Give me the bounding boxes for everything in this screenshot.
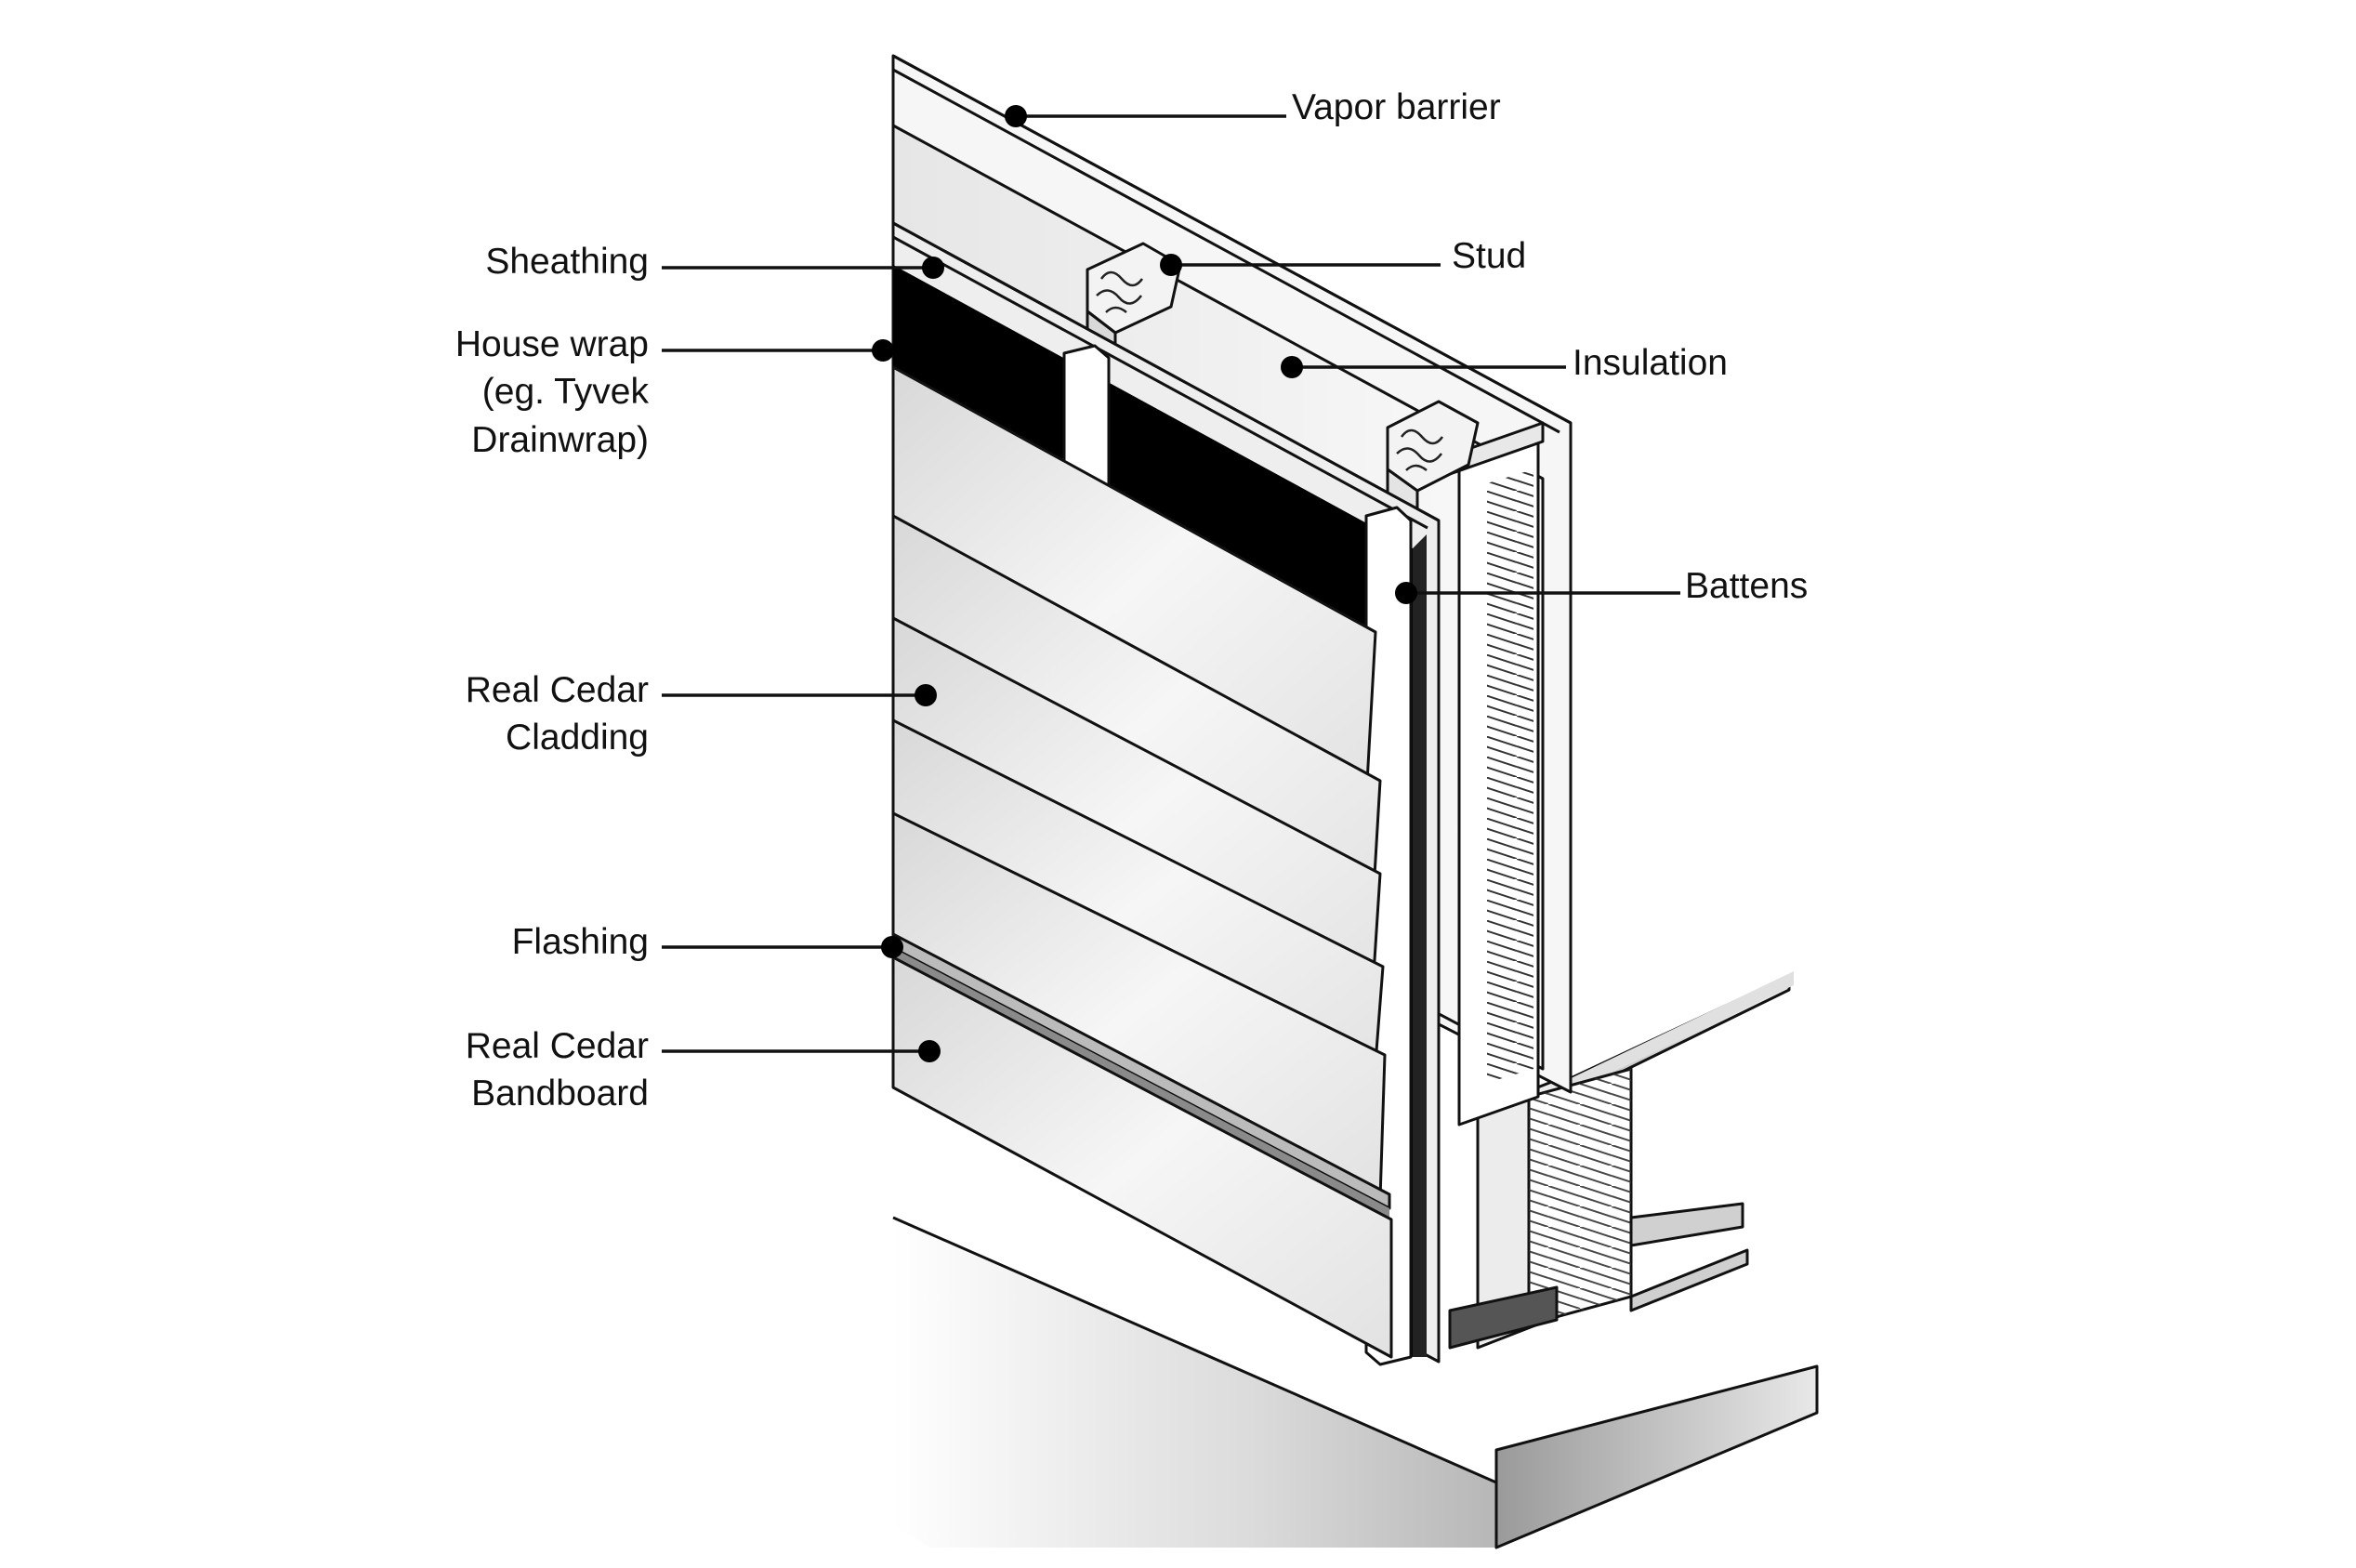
label-insulation: Insulation xyxy=(1573,343,1728,383)
labels: Vapor barrier Stud Insulation Battens Sh… xyxy=(455,87,1808,1113)
label-house-wrap-line2: (eg. Tyvek xyxy=(482,372,650,412)
leader-battens xyxy=(1395,582,1680,604)
label-bandboard-line1: Real Cedar xyxy=(466,1026,649,1066)
label-stud: Stud xyxy=(1452,236,1526,276)
leader-bandboard xyxy=(662,1040,941,1062)
leader-flashing xyxy=(662,936,903,958)
stud-top xyxy=(1086,242,1182,355)
label-house-wrap-line3: Drainwrap) xyxy=(471,420,649,460)
label-vapor-barrier: Vapor barrier xyxy=(1292,87,1501,127)
leader-insulation xyxy=(1281,356,1566,378)
leader-house-wrap xyxy=(662,339,894,362)
label-bandboard-line2: Bandboard xyxy=(471,1074,649,1113)
label-cladding-line2: Cladding xyxy=(506,718,649,758)
label-battens: Battens xyxy=(1685,566,1808,606)
leader-cladding xyxy=(662,684,937,706)
foundation xyxy=(892,1216,1819,1549)
leader-sheathing xyxy=(662,257,944,279)
cedar-bandboard xyxy=(891,955,1393,1359)
leader-vapor-barrier xyxy=(1005,105,1286,127)
label-house-wrap-line1: House wrap xyxy=(455,324,649,364)
cedar-cladding-boards xyxy=(891,365,1387,1201)
leader-stud xyxy=(1160,254,1441,276)
floor-system xyxy=(1448,971,1794,1350)
label-flashing: Flashing xyxy=(512,922,649,962)
label-cladding-line1: Real Cedar xyxy=(466,670,649,710)
leaders xyxy=(662,105,1680,1062)
label-sheathing: Sheathing xyxy=(485,242,649,282)
